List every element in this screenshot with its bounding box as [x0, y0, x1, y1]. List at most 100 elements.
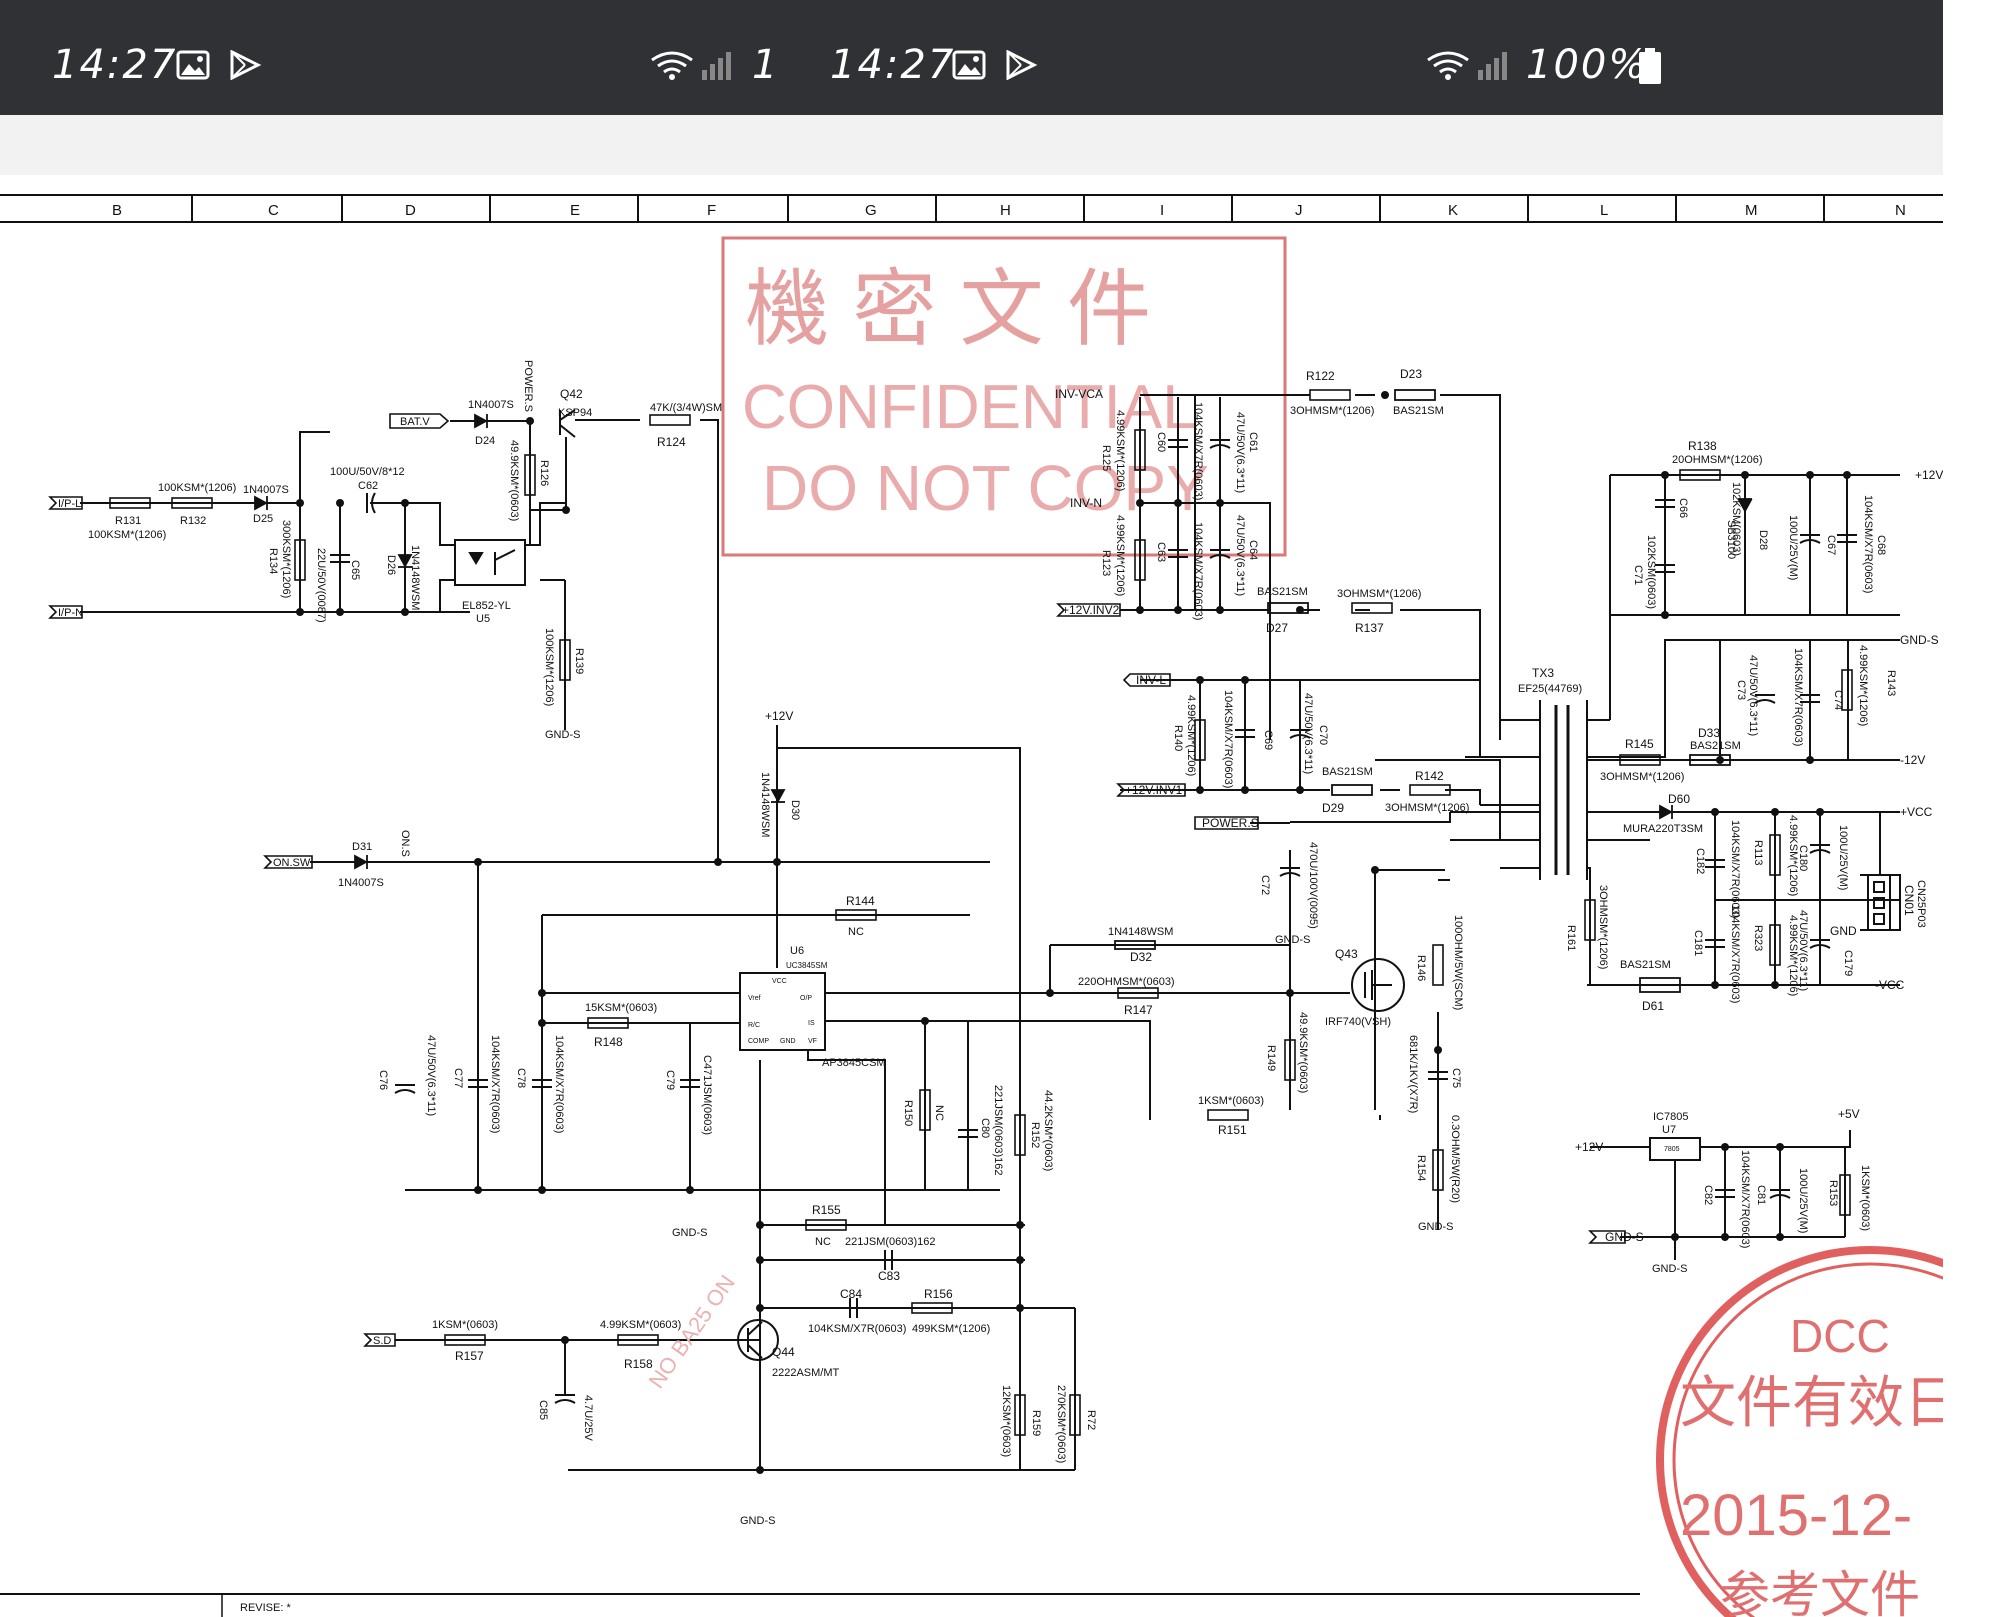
r125-value: 4.99KSM*(1206) — [1114, 410, 1126, 491]
r159-ref: R159 — [1030, 1410, 1042, 1436]
r124-value: 47K/(3/4W)SM — [650, 402, 722, 414]
r131-ref: R131 — [115, 515, 141, 527]
r137-value: 3OHMSM*(1206) — [1337, 588, 1421, 600]
r152-value: 44.2KSM*(0603) — [1042, 1090, 1054, 1171]
grid-col-c: C — [268, 202, 279, 219]
c67-value: 100U/25V(M) — [1787, 515, 1799, 580]
c70-value: 47U/50V(6.3*11) — [1302, 693, 1314, 774]
r146-ref: R146 — [1415, 955, 1427, 981]
r149-ref: R149 — [1265, 1045, 1277, 1071]
d27-symbol — [1267, 602, 1309, 614]
c80-symbol — [958, 1129, 978, 1138]
cn01-ref: CN01 — [1902, 885, 1916, 916]
u7-value: IC7805 — [1653, 1111, 1688, 1123]
c69-ref: C69 — [1262, 730, 1274, 750]
c179-symbol — [1809, 939, 1831, 949]
r147-symbol — [1117, 987, 1159, 999]
r123-ref: R123 — [1100, 550, 1112, 576]
d31-ref: D31 — [352, 841, 372, 853]
junction-dots — [296, 391, 1851, 1474]
c83-symbol — [884, 1250, 893, 1270]
diode-symbols — [254, 389, 1753, 993]
grid-column-labels: B C D E F G H I J K L M N REVISE: * — [112, 202, 1906, 1614]
r157-value: 1KSM*(0603) — [432, 1319, 498, 1331]
tx3-symbol — [1554, 705, 1570, 875]
u6-symbol — [739, 972, 826, 1051]
r125-ref: R125 — [1100, 445, 1112, 471]
r144-symbol — [835, 909, 877, 921]
c79-symbol — [680, 1079, 700, 1088]
c66-symbol — [1655, 499, 1675, 508]
d28-ref: D28 — [1757, 530, 1769, 550]
d33-symbol — [1689, 754, 1731, 766]
signal-icon — [702, 52, 731, 80]
u6-pin-gnd: GND — [780, 1038, 796, 1045]
u6-ref: U6 — [790, 945, 804, 957]
r144-value: NC — [848, 926, 864, 938]
c181-ref: C181 — [1692, 930, 1704, 956]
r153-symbol — [1839, 1174, 1851, 1216]
r161-value: 3OHMSM*(1206) — [1597, 885, 1609, 969]
r138-value: 20OHMSM*(1206) — [1672, 454, 1762, 466]
left-clock: 14:27 — [52, 42, 178, 88]
grid-col-j: J — [1295, 202, 1303, 219]
dcc-line2: 文件有效日 — [1680, 1371, 1943, 1434]
r124-ref: R124 — [657, 435, 686, 449]
r161-symbol — [1584, 899, 1596, 941]
r148-ref: R148 — [594, 1035, 623, 1049]
c76-value: 47U/50V(6.3*11) — [425, 1035, 437, 1116]
d27-ref: D27 — [1266, 621, 1288, 635]
r158-value: 4.99KSM*(0603) — [600, 1319, 681, 1331]
gnd-s-label: GND-S — [1652, 1263, 1687, 1275]
d23-ref: D23 — [1400, 367, 1422, 381]
r145-symbol — [1619, 754, 1661, 766]
d30-symbol — [770, 789, 786, 803]
r134-value: 300KSM*(1206) — [280, 520, 292, 598]
dcc-line4: 参考文件 — [1720, 1567, 1920, 1617]
c80-ref: C80 — [979, 1118, 991, 1138]
c63-value: 104KSM/X7R(0603) — [1192, 522, 1204, 620]
d30-value: 1N4148WSM — [759, 772, 771, 837]
r156-value: 499KSM*(1206) — [912, 1323, 990, 1335]
u5-symbol — [454, 539, 526, 586]
u7-part: 7805 — [1664, 1146, 1680, 1153]
wifi-icon — [1427, 51, 1469, 80]
d26-ref: D26 — [385, 555, 397, 575]
port-s-d: S.D — [373, 1335, 391, 1347]
tx3-value: EF25(44769) — [1518, 683, 1582, 695]
u7-ref: U7 — [1662, 1124, 1676, 1136]
port-m12v: -12V — [1900, 753, 1925, 767]
c69-symbol — [1235, 729, 1255, 738]
c76-symbol — [394, 1084, 416, 1094]
r113-symbol — [1769, 834, 1781, 876]
d24-value: 1N4007S — [468, 399, 514, 411]
r146-value: 100OHM/5W(SCM) — [1452, 915, 1464, 1010]
u6-pin-vcc: VCC — [772, 978, 787, 985]
c74-symbol — [1800, 694, 1820, 703]
r157-ref: R157 — [455, 1349, 484, 1363]
r151-value: 1KSM*(0603) — [1198, 1095, 1264, 1107]
d30-ref: D30 — [789, 800, 801, 820]
c73-symbol — [1754, 694, 1776, 704]
c71-value: 102KSM(0603) — [1645, 535, 1657, 609]
r153-value: 1KSM*(0603) — [1859, 1165, 1871, 1231]
c75-value: 681K/1KV(X7R) — [1407, 1035, 1419, 1113]
d33-ref: D33 — [1698, 726, 1720, 740]
c84-symbol — [849, 1298, 858, 1318]
c79-value: C471JSM(0603) — [701, 1055, 713, 1135]
d23-symbol — [1394, 389, 1436, 401]
stamp-do-not-copy: DO NOT COPY — [762, 452, 1209, 524]
c66-ref: C66 — [1677, 498, 1689, 518]
r151-symbol — [1207, 1109, 1249, 1121]
d32-symbol — [1114, 940, 1156, 950]
c82-symbol — [1715, 1189, 1735, 1198]
port-ip-n: I/P-N — [58, 607, 83, 619]
tx3-ref: TX3 — [1532, 666, 1554, 680]
d25-symbol — [254, 495, 268, 511]
gnd-s-label: GND-S — [545, 729, 580, 741]
d24-ref: D24 — [475, 435, 495, 447]
r150-value: NC — [933, 1105, 945, 1121]
status-bar: 14:27 1 14:27 — [0, 0, 1943, 115]
c61-value: 47U/50V(6.3*11) — [1234, 412, 1246, 493]
c62-symbol — [366, 492, 376, 514]
